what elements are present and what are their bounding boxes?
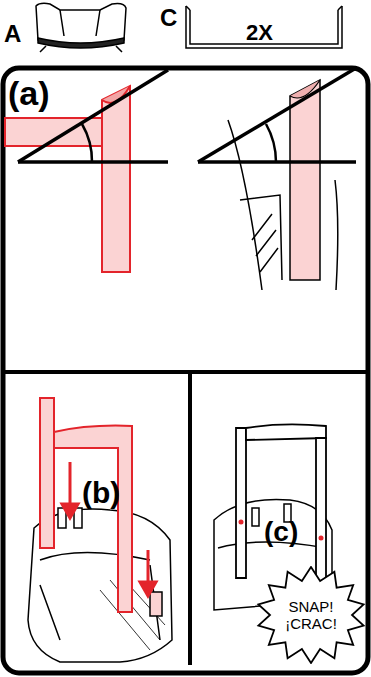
frame-top	[246, 424, 326, 440]
sound-text: ¡CRAC!	[285, 615, 337, 632]
burst-shape	[258, 567, 363, 663]
sound-text: SNAP!	[288, 598, 333, 615]
frame-tips	[186, 6, 342, 10]
seat-pack-icon	[36, 3, 126, 52]
frame-left	[236, 428, 246, 578]
vertical-tube	[102, 86, 130, 272]
pack-legs	[40, 46, 122, 52]
frame-inner	[190, 10, 338, 44]
pack-strap	[38, 38, 124, 48]
burst-text: SNAP!¡CRAC!	[256, 566, 366, 664]
arrow-head	[140, 582, 156, 596]
panel-label: (c)	[264, 518, 298, 546]
frame-right	[54, 426, 132, 612]
snap-burst: SNAP!¡CRAC!	[256, 566, 366, 664]
pack-edge	[335, 180, 338, 290]
insert-arrow	[62, 462, 156, 596]
frame-left	[40, 398, 118, 548]
tube-socket	[252, 508, 259, 526]
panel-label: (a)	[8, 76, 50, 110]
tube-corner	[5, 86, 130, 272]
frame-outline	[186, 6, 342, 48]
frame-icon	[186, 6, 342, 48]
lock-button	[239, 520, 244, 525]
panel-label: (b)	[82, 478, 120, 508]
pack-detail	[228, 120, 338, 290]
pack-seam	[40, 553, 160, 641]
tube-socket	[150, 592, 162, 616]
panel-divider	[3, 370, 368, 374]
arrow-shaft	[69, 462, 72, 508]
panel-border	[3, 68, 368, 673]
pack-fold	[60, 10, 100, 36]
angle-arc	[266, 124, 276, 162]
tube-cut	[290, 80, 320, 98]
pack-body	[36, 3, 126, 45]
panel-label: C	[160, 6, 177, 30]
angle-line	[198, 68, 356, 162]
tube-end	[290, 80, 320, 280]
lock-button	[319, 536, 324, 541]
angle-arc	[82, 124, 92, 162]
panel-label: A	[4, 22, 21, 46]
panel-label: 2X	[246, 22, 273, 44]
pack-edge	[228, 120, 262, 290]
angle-mark	[198, 68, 356, 162]
arrow-head	[62, 504, 78, 518]
panel-divider	[188, 372, 192, 665]
pack-seam	[240, 195, 282, 280]
pack-mesh	[252, 214, 278, 272]
frame	[40, 398, 132, 612]
